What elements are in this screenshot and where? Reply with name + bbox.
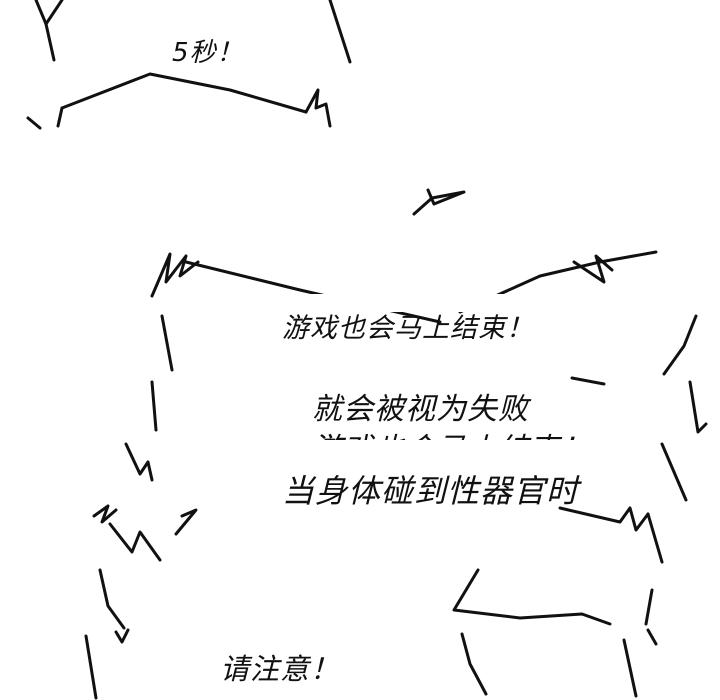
- sketch-stroke: [150, 380, 158, 432]
- sketch-stroke: [452, 568, 612, 626]
- caption-fail: 就会被视为失败: [312, 392, 529, 427]
- caption-countdown: 5秒！: [172, 38, 244, 68]
- sketch-stroke: [558, 506, 650, 532]
- sketch-stroke: [646, 512, 664, 564]
- sketch-stroke: [644, 588, 654, 626]
- sketch-stroke: [150, 252, 200, 298]
- sketch-stroke: [688, 380, 708, 434]
- sketch-stroke: [460, 632, 488, 696]
- sketch-stroke: [44, 22, 56, 62]
- sketch-stroke: [412, 188, 466, 216]
- sketch-stroke: [304, 88, 332, 128]
- sketch-stroke: [662, 314, 698, 376]
- sketch-stroke: [160, 314, 174, 372]
- sketch-stroke: [84, 634, 98, 700]
- sketch-stroke: [328, 0, 352, 64]
- caption-attention: 请注意！: [220, 652, 341, 686]
- crop-mask: [300, 440, 600, 466]
- sketch-stroke: [646, 628, 658, 646]
- caption-game-end-cut: 游戏也会马上结束！: [282, 313, 534, 344]
- sketch-stroke: [34, 0, 64, 26]
- sketch-stroke: [572, 254, 614, 284]
- sketch-stroke: [56, 106, 64, 128]
- crop-mask: [270, 294, 600, 312]
- sketch-stroke: [174, 508, 198, 536]
- sketch-stroke: [124, 442, 154, 482]
- sketch-stroke: [108, 522, 162, 562]
- sketch-stroke: [114, 628, 130, 644]
- caption-touch: 当身体碰到性器官时: [282, 472, 580, 510]
- sketch-stroke: [570, 376, 606, 386]
- sketch-stroke: [98, 568, 126, 630]
- sketch-stroke: [26, 116, 42, 130]
- sketch-stroke: [622, 638, 638, 698]
- sketch-stroke: [660, 442, 688, 502]
- sketch-stroke: [92, 504, 118, 524]
- sketch-stroke: [60, 72, 308, 114]
